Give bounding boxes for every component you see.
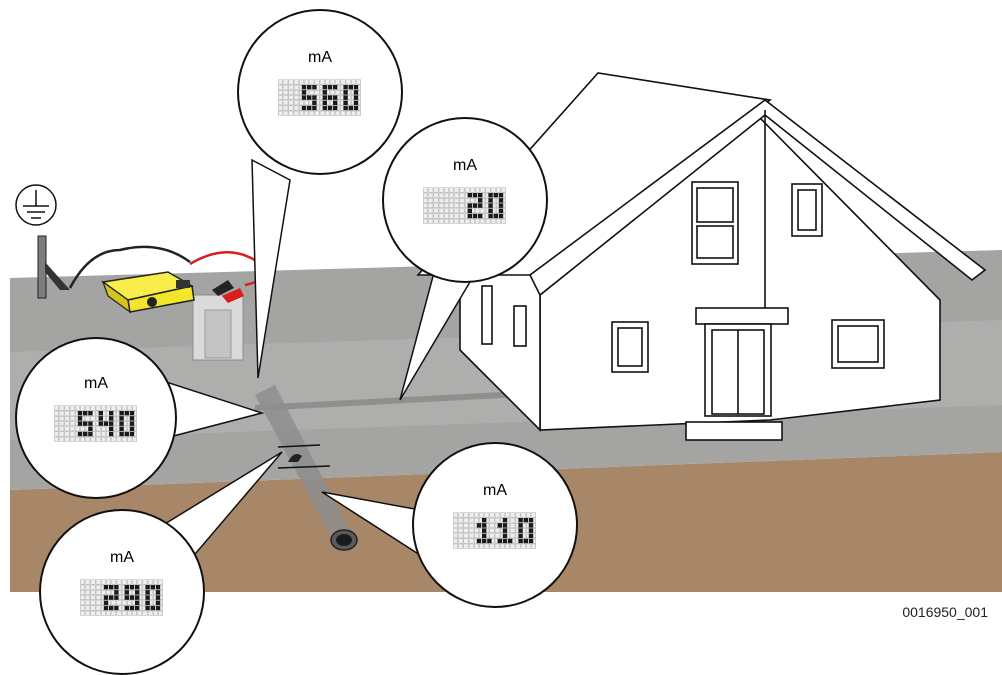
meter-unit-label: mA <box>483 482 507 499</box>
access-box-icon <box>193 295 243 360</box>
figure-reference-id: 0016950_001 <box>902 604 988 620</box>
meter-unit-label: mA <box>84 375 108 392</box>
meter-top: mA <box>238 10 402 174</box>
meter-digit <box>104 585 119 610</box>
meter-unit-label: mA <box>308 49 332 66</box>
meter-digit <box>323 85 338 110</box>
meter-unit-label: mA <box>110 549 134 566</box>
meter-left: mA <box>16 338 176 498</box>
meter-digit <box>302 85 317 110</box>
meter-unit-label: mA <box>453 157 477 174</box>
ground-symbol-icon <box>16 185 56 225</box>
meter-bottom-right: mA <box>413 443 577 607</box>
meter-bottom-left: mA <box>40 510 204 674</box>
meter-house: mA <box>383 118 547 282</box>
meter-digit <box>125 585 140 610</box>
meter-digit <box>78 411 93 436</box>
meter-digit <box>468 193 483 218</box>
